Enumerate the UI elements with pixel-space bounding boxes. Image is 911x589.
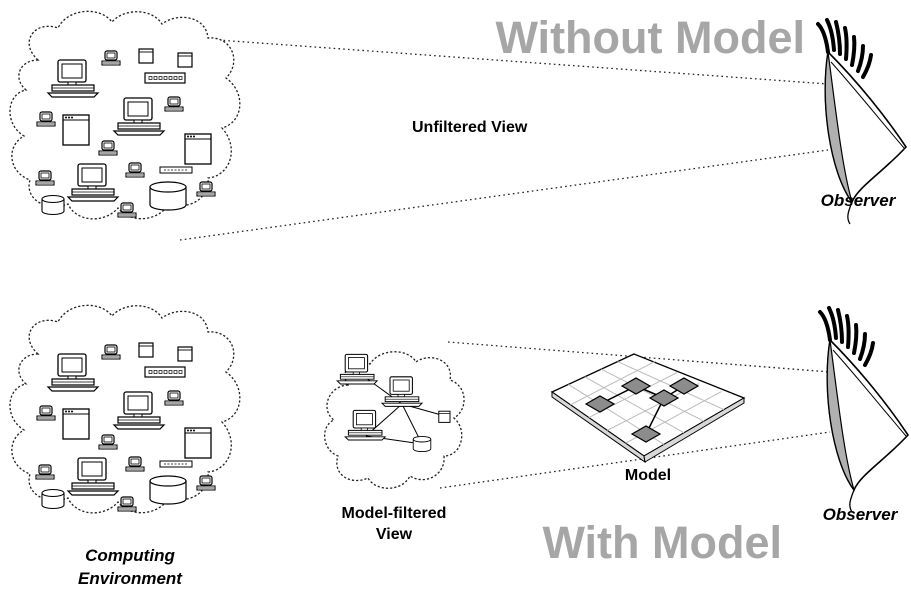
- sight-line-bottom-upper: [447, 341, 831, 373]
- model-node: [584, 395, 616, 413]
- sight-line-top-lower: [179, 149, 829, 241]
- model-label: Model: [625, 467, 671, 484]
- model-node: [648, 389, 680, 407]
- sight-line-bottom-lower: [439, 431, 831, 489]
- observer-eye-icon-bottom: [818, 306, 910, 514]
- model-node: [630, 425, 662, 443]
- observer-label-top: Observer: [821, 191, 897, 210]
- model-filtered-label-line1: Model-filtered: [342, 505, 447, 522]
- unfiltered-view-label: Unfiltered View: [412, 119, 528, 136]
- sight-line-top-upper: [189, 37, 829, 85]
- without-model-title: Without Model: [495, 12, 805, 63]
- computing-environment-cloud-bottom: [9, 304, 241, 514]
- with-model-title: With Model: [542, 517, 782, 568]
- model-node: [620, 377, 652, 395]
- model-filtered-cloud: [323, 351, 465, 489]
- computing-environment-label-line1: Computing: [85, 546, 175, 565]
- computing-environment-label-line2: Environment: [78, 569, 183, 588]
- computing-environment-cloud-top: [9, 10, 241, 220]
- observer-label-bottom: Observer: [823, 505, 899, 524]
- model-grid-icon: [550, 353, 746, 464]
- model-filtered-label-line2: View: [376, 526, 413, 543]
- model-node: [668, 377, 700, 395]
